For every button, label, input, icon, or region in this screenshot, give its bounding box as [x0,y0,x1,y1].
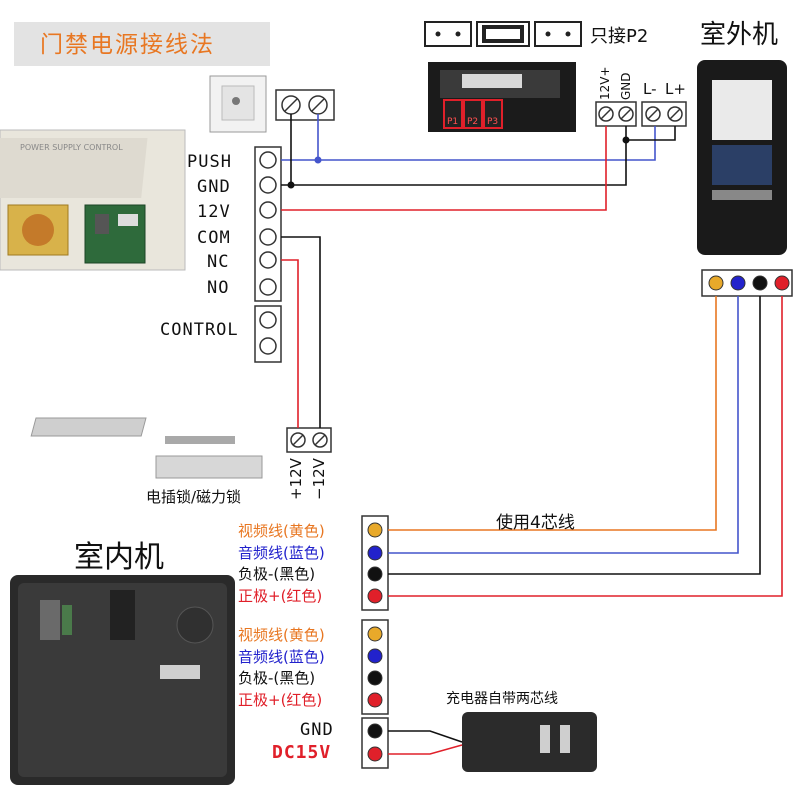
wire-legend-item: 正极+(红色) [238,587,323,605]
adapter-note: 充电器自带两芯线 [446,691,558,707]
indoor-video-terminals [361,515,389,611]
wire-legend-item: 负极-(黑色) [238,669,316,687]
exit-button-photo [209,75,267,133]
pin-p2: P2 [467,117,478,127]
ps-terminal-screw [259,151,277,169]
dc15v-label: DC15V [272,742,332,763]
gnd-label: GND [300,720,334,740]
ps-terminal-screw [259,251,277,269]
pin-p1: P1 [447,117,458,127]
ps-terminal-screw [259,201,277,219]
jumper-note: 只接P2 [590,26,649,47]
page-title: 门禁电源接线法 [40,32,215,58]
photo-text: POWER SUPPLY CONTROL [20,143,123,152]
ps-terminal-screw [259,228,277,246]
wire-legend-item: 负极-(黑色) [238,565,316,583]
terminal-l-minus-label: L- [643,80,657,98]
pin-p3: P3 [487,117,498,127]
lock-photos [30,417,263,479]
power-supply-photo: POWER SUPPLY CONTROL [0,129,186,271]
title-box [14,22,270,66]
terminal-gnd-label: GND [619,72,633,100]
ps-label-control: CONTROL [160,320,239,340]
lock-minus-label: −12V [310,458,328,500]
ps-label-push: PUSH [187,152,232,172]
wire-legend-item: 音频线(蓝色) [238,648,325,666]
jumper-diagram [424,21,582,47]
wire-legend-item: 视频线(黄色) [238,626,325,644]
ps-label-12v: 12V [197,202,231,222]
circuit-board-photo: P1 P2 P3 [428,62,576,132]
terminal-l-plus-label: L+ [665,80,686,98]
ps-label-gnd: GND [197,177,231,197]
outdoor-unit-label: 室外机 [700,20,779,50]
power-supply-terminal-strip [254,146,282,302]
terminal-12v-label: 12V+ [598,66,612,100]
cable-note: 使用4芯线 [496,513,575,533]
indoor-video-terminals-2 [361,619,389,715]
power-adapter-photo [462,712,597,772]
indoor-unit-label: 室内机 [74,540,164,575]
indoor-unit-photo [10,575,235,785]
ps-terminal-screw [259,176,277,194]
outdoor-wire-terminals [701,269,793,297]
wire-legend-item: 正极+(红色) [238,691,323,709]
control-terminal-strip [254,305,282,363]
lock-terminals [286,427,332,453]
exit-button-terminals [275,89,335,121]
indoor-power-terminals [361,717,389,769]
outdoor-unit-photo [697,60,787,255]
ps-label-com: COM [197,228,231,248]
ps-label-nc: NC [207,252,230,272]
lock-plus-label: +12V [287,458,305,500]
wire-legend-item: 视频线(黄色) [238,522,325,540]
ps-terminal-screw [259,278,277,296]
wire-legend-item: 音频线(蓝色) [238,544,325,562]
wires [281,114,783,755]
lock-caption: 电插锁/磁力锁 [146,488,242,506]
outdoor-power-terminals [595,101,687,127]
ps-label-no: NO [207,278,230,298]
